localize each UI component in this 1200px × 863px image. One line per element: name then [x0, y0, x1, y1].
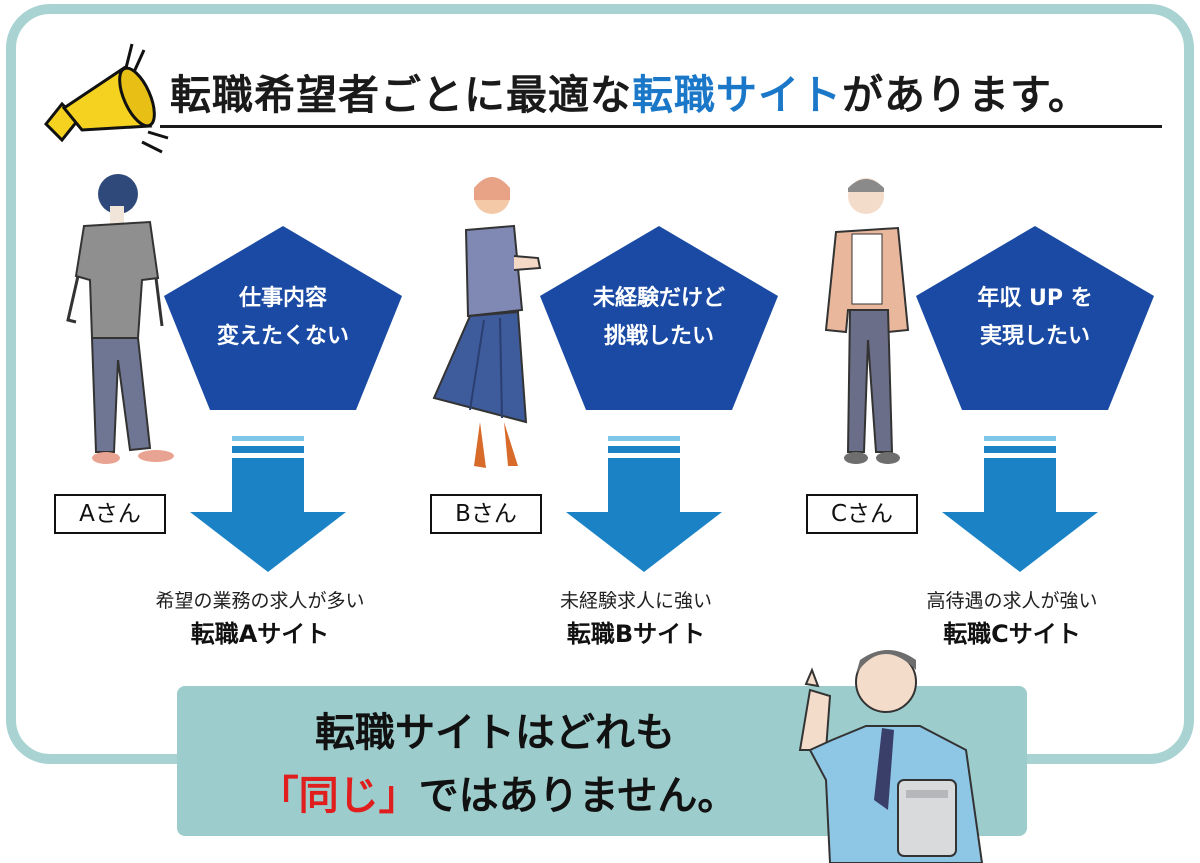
banner-highlight: 「同じ」 [258, 773, 419, 819]
down-arrow-a [190, 436, 346, 572]
person-label-c: Cさん [806, 494, 918, 534]
person-label-b: Bさん [430, 494, 542, 534]
site-description-a: 希望の業務の求人が多い [155, 590, 365, 612]
wish-line1-a: 仕事内容 [238, 286, 327, 311]
wish-line1-b: 未経験だけど [592, 286, 725, 311]
site-name-c: 転職Cサイト [943, 620, 1081, 648]
wish-line2-a: 変えたくない [216, 324, 349, 349]
wish-line2-b: 挑戦したい [603, 324, 714, 349]
wish-line2-c: 実現したい [979, 324, 1090, 349]
site-name-b: 転職Bサイト [566, 620, 706, 648]
banner-line2: 「同じ」ではありません。 [198, 770, 798, 822]
down-arrow-c [942, 436, 1098, 572]
person-c-illustration [824, 178, 910, 464]
headline-underline [160, 125, 1162, 128]
headline: 転職希望者ごとに最適な転職サイトがあります。 [170, 66, 1170, 124]
headline-post: があります。 [842, 71, 1090, 119]
megaphone-icon [43, 43, 169, 154]
headline-highlight: 転職サイト [632, 71, 842, 119]
person-a-illustration [66, 174, 174, 464]
wish-pentagon-c [916, 226, 1154, 410]
wish-text-c: 年収 UP を 実現したい [910, 280, 1160, 356]
wish-line1-c: 年収 UP を [977, 286, 1093, 311]
wish-pentagon-a [164, 226, 402, 410]
person-b-illustration [432, 177, 542, 468]
businessman-illustration [798, 650, 984, 863]
column-b: 未経験だけど 挑戦したい Bさん 未経験求人に強い 転職Bサイト [406, 160, 786, 660]
person-label-a: Aさん [54, 494, 166, 534]
down-arrow-b [566, 436, 722, 572]
banner-line2-rest: ではありません。 [418, 773, 738, 819]
wish-pentagon-b [540, 226, 778, 410]
wish-text-a: 仕事内容 変えたくない [158, 280, 408, 356]
banner-line1: 転職サイトはどれも [315, 710, 675, 756]
wish-text-b: 未経験だけど 挑戦したい [534, 280, 784, 356]
site-name-a: 転職Aサイト [190, 620, 330, 648]
headline-pre: 転職希望者ごとに最適な [170, 71, 632, 119]
column-c: 年収 UP を 実現したい Cさん 高待遇の求人が強い 転職Cサイト [782, 160, 1162, 660]
site-description-b: 未経験求人に強い [559, 590, 712, 612]
column-a: 仕事内容 変えたくない Aさん 希望の業務の求人が多い 転職Aサイト [30, 160, 410, 660]
site-description-c: 高待遇の求人が強い [926, 590, 1098, 612]
